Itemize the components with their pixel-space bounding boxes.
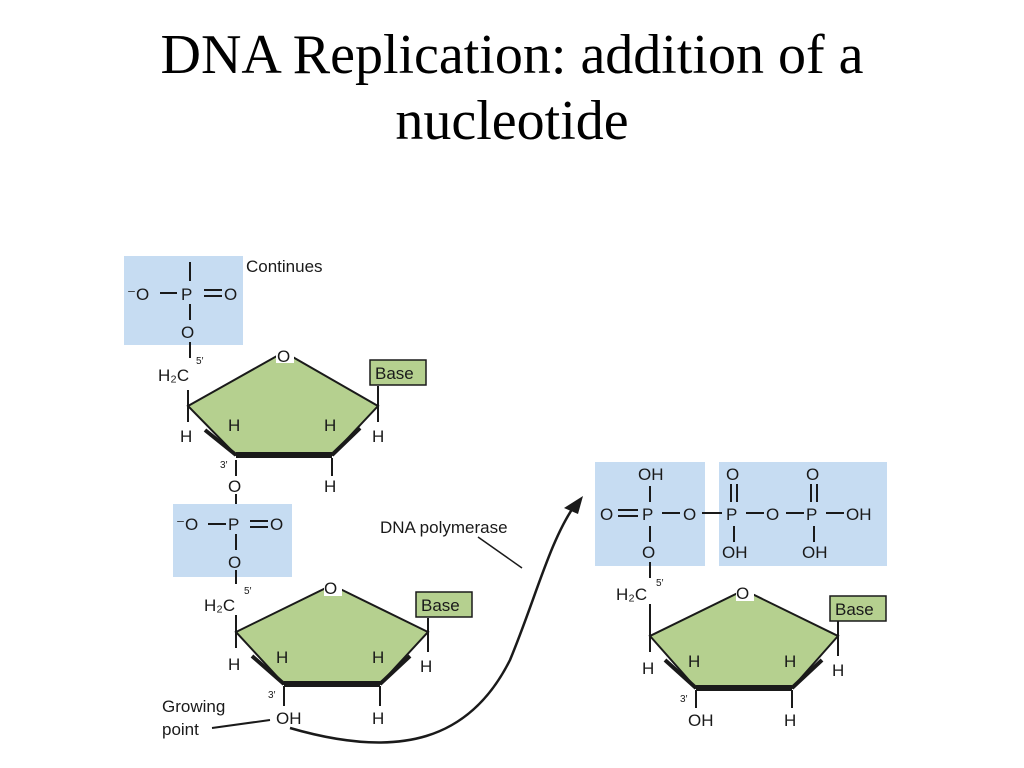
arrowhead bbox=[564, 496, 583, 514]
top-base-label: Base bbox=[375, 364, 414, 383]
incoming-h-c2-up: H bbox=[784, 652, 796, 671]
beta-oh-bottom: OH bbox=[722, 543, 748, 562]
middle-phosphate-box bbox=[173, 504, 292, 577]
top-o-minus: ⁻O bbox=[127, 285, 149, 304]
incoming-base-label: Base bbox=[835, 600, 874, 619]
bottom-h-c4: H bbox=[228, 655, 240, 674]
top-o-bridge: O bbox=[181, 323, 194, 342]
bottom-base-label: Base bbox=[421, 596, 460, 615]
top-3prime: 3′ bbox=[220, 460, 228, 471]
top-p: P bbox=[181, 285, 192, 304]
bottom-h-c1: H bbox=[420, 657, 432, 676]
incoming-3prime: 3′ bbox=[680, 694, 688, 705]
incoming-base-box bbox=[829, 595, 887, 622]
bottom-h-c3-up: H bbox=[276, 648, 288, 667]
top-h2c: H₂C bbox=[158, 366, 189, 385]
alpha-oh-top: OH bbox=[638, 465, 664, 484]
polymerase-arrow: DNA polymerase bbox=[289, 496, 583, 744]
top-phosphate-box bbox=[124, 256, 243, 345]
gamma-o-top: O bbox=[806, 465, 819, 484]
alpha-o-double: O bbox=[600, 505, 613, 524]
top-h-c1: H bbox=[372, 427, 384, 446]
bottom-ring-o: O bbox=[324, 579, 337, 598]
beta-p: P bbox=[726, 505, 737, 524]
top-nucleotide: Continues ⁻O P O O H₂C 5′ O Base H H H H… bbox=[124, 256, 427, 512]
incoming-oh-3prime: OH bbox=[688, 711, 714, 730]
bottom-h2c: H₂C bbox=[204, 596, 235, 615]
slide-title: DNA Replication: addition of a nucleotid… bbox=[0, 22, 1024, 154]
middle-o-double: O bbox=[270, 515, 283, 534]
top-5prime: 5′ bbox=[196, 356, 204, 367]
title-line-2: nucleotide bbox=[395, 90, 629, 152]
incoming-ring-o: O bbox=[736, 584, 749, 603]
incoming-5prime: 5′ bbox=[656, 578, 664, 589]
top-o-double: O bbox=[224, 285, 237, 304]
incoming-h-c1: H bbox=[832, 661, 844, 680]
incoming-nucleotide: OH O P O O O P O OH O P OH OH H₂C 5′ O B… bbox=[595, 462, 887, 730]
bottom-nucleotide: ⁻O P O O H₂C 5′ O Base H H H H 3′ OH H G… bbox=[162, 504, 473, 739]
top-o-3prime: O bbox=[228, 477, 241, 496]
beta-o-top: O bbox=[726, 465, 739, 484]
bottom-5prime: 5′ bbox=[244, 586, 252, 597]
title-line-1: DNA Replication: addition of a bbox=[160, 24, 864, 86]
top-h-c2-down: H bbox=[324, 477, 336, 496]
growing-point-label-2: point bbox=[162, 720, 199, 739]
alpha-phosphate-box bbox=[595, 462, 705, 566]
alpha-o-bridge: O bbox=[642, 543, 655, 562]
gamma-oh-bottom: OH bbox=[802, 543, 828, 562]
incoming-h-c3-up: H bbox=[688, 652, 700, 671]
bottom-h-c2-up: H bbox=[372, 648, 384, 667]
incoming-h-c2-down: H bbox=[784, 711, 796, 730]
bottom-base-box bbox=[415, 591, 473, 618]
bottom-oh-3prime: OH bbox=[276, 709, 302, 728]
top-h-c3-up: H bbox=[228, 416, 240, 435]
top-h-c4: H bbox=[180, 427, 192, 446]
top-base-box bbox=[369, 359, 427, 386]
middle-p: P bbox=[228, 515, 239, 534]
top-ring-o: O bbox=[277, 347, 290, 366]
incoming-h2c: H₂C bbox=[616, 585, 647, 604]
incoming-h-c4: H bbox=[642, 659, 654, 678]
bottom-3prime: 3′ bbox=[268, 690, 276, 701]
gamma-p: P bbox=[806, 505, 817, 524]
alpha-beta-o: O bbox=[683, 505, 696, 524]
gamma-oh-right: OH bbox=[846, 505, 872, 524]
growing-point-label-1: Growing bbox=[162, 697, 225, 716]
alpha-p: P bbox=[642, 505, 653, 524]
middle-o-bridge: O bbox=[228, 553, 241, 572]
beta-gamma-o: O bbox=[766, 505, 779, 524]
bottom-h-c2-down: H bbox=[372, 709, 384, 728]
continues-label: Continues bbox=[246, 257, 323, 276]
dna-polymerase-label: DNA polymerase bbox=[380, 518, 508, 537]
middle-o-minus: ⁻O bbox=[176, 515, 198, 534]
top-h-c2-up: H bbox=[324, 416, 336, 435]
